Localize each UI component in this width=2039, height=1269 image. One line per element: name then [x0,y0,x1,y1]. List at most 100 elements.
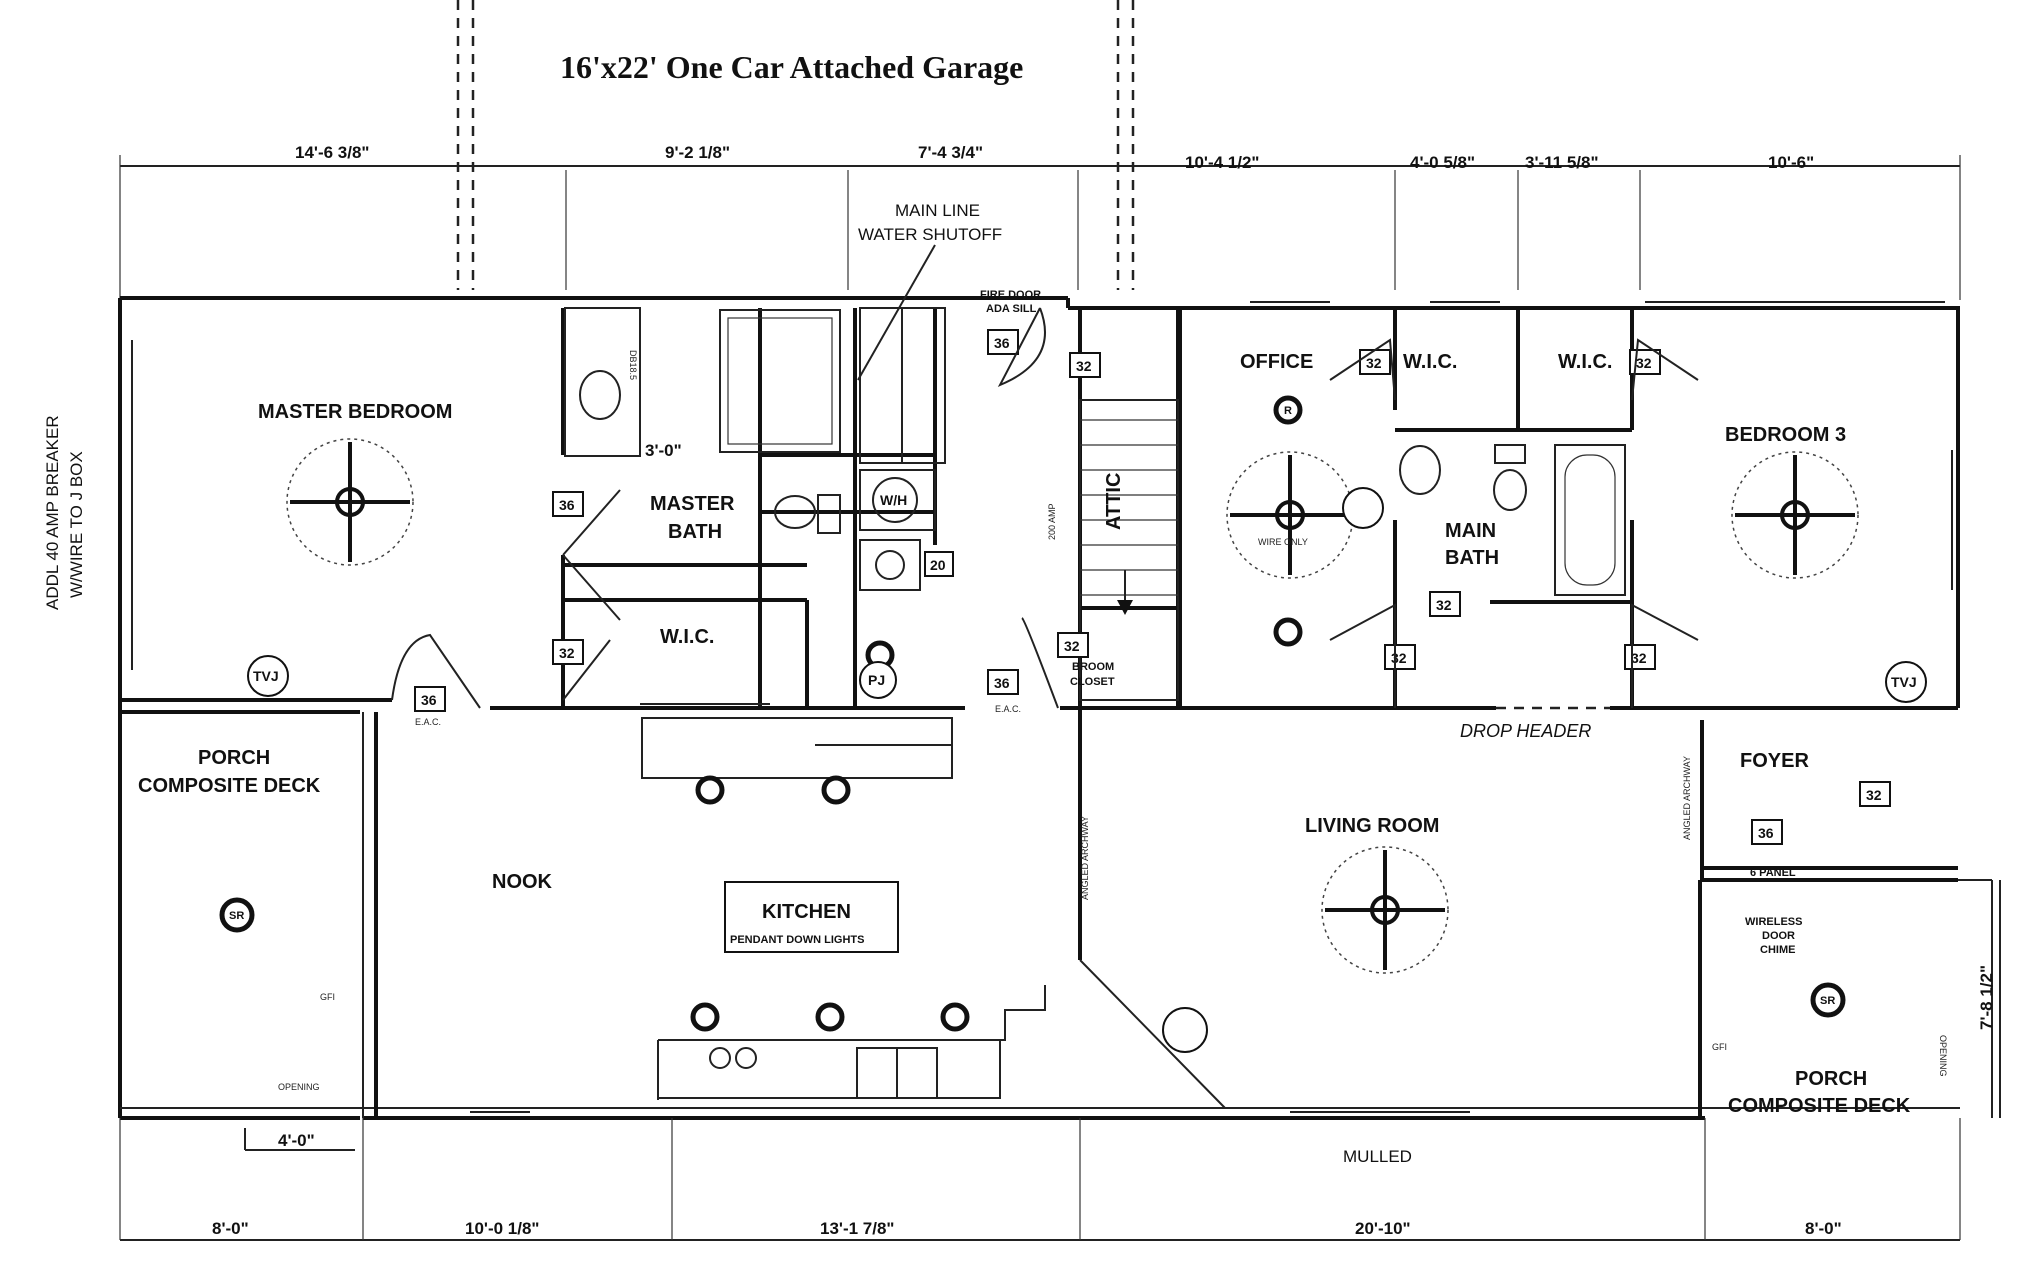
porch-right-label-2: COMPOSITE DECK [1728,1095,1911,1117]
breaker-label-1: ADDL 40 AMP BREAKER [43,415,62,610]
living-room-label: LIVING ROOM [1305,815,1439,837]
opening-label-left: OPENING [278,1082,320,1092]
mulled-label: MULLED [1343,1147,1412,1166]
recessed-lights [690,395,1303,1032]
dim-top-4: 10'-4 1/2" [1185,153,1259,172]
master-bath-label-1: MASTER [650,493,735,515]
main-bath-label-2: BATH [1445,547,1499,569]
attic-label: ATTIC [1103,473,1125,530]
dim-top-5: 4'-0 5/8" [1410,153,1475,172]
porch-left-label-2: COMPOSITE DECK [138,775,321,797]
dim-top-1: 14'-6 3/8" [295,143,369,162]
dim-bottom-3: 13'-1 7/8" [820,1219,894,1238]
door-tag-wic: 32 [559,645,575,661]
porch-light-left: SR [219,897,255,933]
door-tag-office: 32 [1391,650,1407,666]
sr-label-left: SR [229,910,244,922]
main-line-label: MAIN LINE [895,201,980,220]
dim-top-6: 3'-11 5/8" [1525,153,1599,172]
chime-label-2: DOOR [1762,930,1795,942]
water-shutoff-label: WATER SHUTOFF [858,225,1002,244]
wire-only-label: WIRE ONLY [1258,537,1308,547]
fire-door-label-1: FIRE DOOR [980,289,1041,301]
wic-label-2: W.I.C. [1403,351,1457,373]
six-panel-label: 6 PANEL [1750,867,1796,879]
door-tags: 36 32 36 20 36 36 32 32 32 32 32 32 32 3… [414,329,1891,845]
ceiling-fan-bedroom3 [1731,451,1859,579]
bottom-dimension-line [119,1118,1961,1241]
laundry-area: W/H [859,307,946,591]
eac-label-1: E.A.C. [415,717,441,727]
ceiling-fan-living [1321,846,1449,974]
panel-label: 200 AMP [1047,503,1057,540]
top-dimension-line [119,155,1961,300]
kitchen-sub-label: PENDANT DOWN LIGHTS [730,934,864,946]
db-label: DB18.5 [628,350,638,380]
dim-top-2: 9'-2 1/8" [665,143,730,162]
tv-jack-living [1162,1007,1208,1053]
master-bath-label-2: BATH [668,521,722,543]
door-tag-laundry: 20 [930,557,946,573]
main-bath-label-1: MAIN [1445,520,1496,542]
foyer-label: FOYER [1740,750,1809,772]
dim-porch-step: 4'-0" [278,1131,315,1150]
kitchen-counter [657,985,1046,1100]
door-tag-master-bath: 36 [559,497,575,513]
door-tag-broom: 32 [1064,638,1080,654]
phone-jack: PJ [859,661,897,699]
sr-label-right: SR [1820,995,1835,1007]
dim-bottom-4: 20'-10" [1355,1219,1411,1238]
bedroom3-label: BEDROOM 3 [1725,424,1846,446]
broom-label: BROOM [1072,661,1114,673]
dim-top-3: 7'-4 3/4" [918,143,983,162]
gfi-label-left: GFI [320,992,335,1002]
dim-right-side: 7'-8 1/2" [1977,965,1996,1030]
porch-left-label-1: PORCH [198,747,270,769]
wic-label-1: W.I.C. [660,626,714,648]
ceiling-fan-office: WIRE ONLY [1226,451,1354,579]
gfi-label-right: GFI [1712,1042,1727,1052]
kitchen-island [641,717,953,779]
door-tag-wic3: 32 [1636,355,1652,371]
dim-bottom-5: 8'-0" [1805,1219,1842,1238]
archway-left-label: ANGLED ARCHWAY [1080,816,1090,900]
shutoff-leader [857,244,936,381]
office-label: OFFICE [1240,351,1313,373]
dim-bottom-2: 10'-0 1/8" [465,1219,539,1238]
windows [131,301,1953,1113]
door-tag-attic: 32 [1076,358,1092,374]
door-tag-hall: 36 [994,675,1010,691]
porch-light-right: SR [1810,982,1846,1018]
door-tag-fire: 36 [994,335,1010,351]
ceiling-fan-master [286,438,414,566]
kitchen-label: KITCHEN [762,901,851,923]
exterior-walls [118,296,1993,1120]
tv-jack-master: TVJ [247,655,289,697]
door-tag-bedroom3: 32 [1631,650,1647,666]
door-swings [391,307,1699,709]
tv-jack-bedroom3: TVJ [1885,661,1927,703]
pj-label: PJ [868,672,885,688]
master-bedroom-label: MASTER BEDROOM [258,401,452,423]
bath-inner-dim: 3'-0" [645,441,682,460]
kitchen-label-box [724,881,899,953]
nook-label: NOOK [492,871,553,893]
eac-label-2: E.A.C. [995,704,1021,714]
drop-header-label: DROP HEADER [1460,721,1591,741]
tv-jack-office [1342,487,1384,529]
closet-label: CLOSET [1070,676,1115,688]
opening-label-right: OPENING [1938,1035,1948,1077]
dim-bottom-1: 8'-0" [212,1219,249,1238]
fire-door-label-2: ADA SILL [986,303,1037,315]
door-tag-nook: 36 [421,692,437,708]
main-bath-fixtures [1399,444,1626,596]
master-bath-fixtures: 3'-0" DB18.5 [564,307,841,534]
water-heater-label: W/H [880,492,907,508]
door-tag-main-bath: 32 [1436,597,1452,613]
wic-label-3: W.I.C. [1558,351,1612,373]
door-tag-foyer-entry: 36 [1758,825,1774,841]
plan-title: 16'x22' One Car Attached Garage [560,49,1023,85]
archway-right-label: ANGLED ARCHWAY [1682,756,1692,840]
porch-right-label-1: PORCH [1795,1068,1867,1090]
